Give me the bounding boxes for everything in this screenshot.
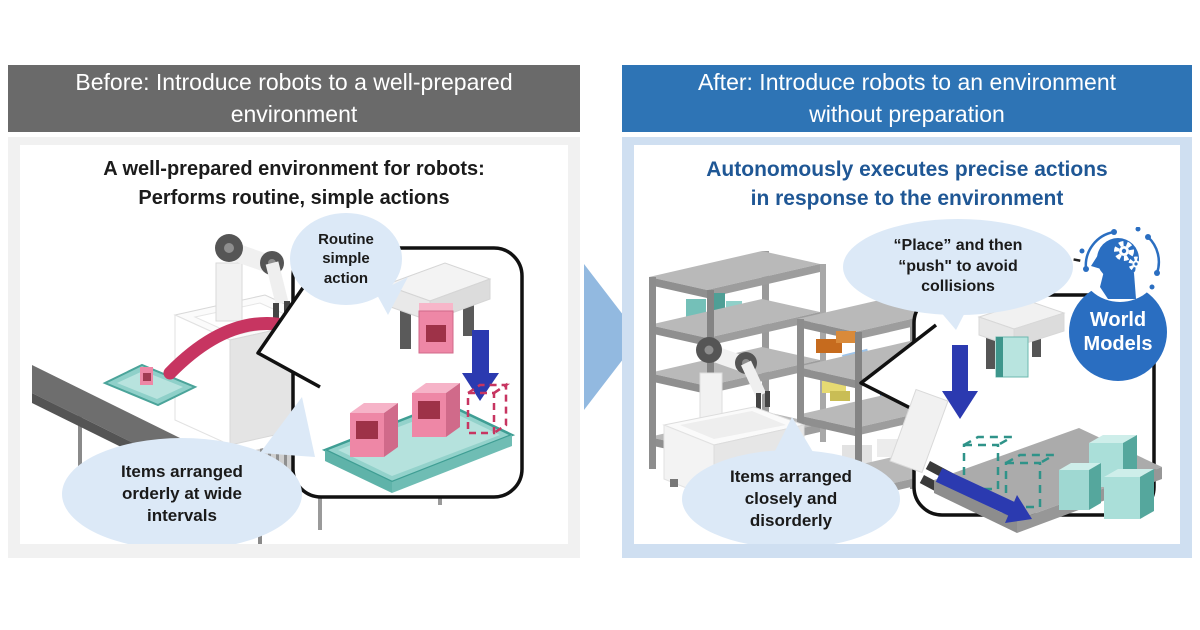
bubble-tail [376,277,408,315]
after-panel-content: Autonomously executes precise actions in… [634,145,1180,544]
before-panel-content: A well-prepared environment for robots: … [20,145,568,544]
after-panel-header: After: Introduce robots to an environmen… [622,65,1192,132]
place-arrow-icon [942,345,978,419]
items-orderly-bubble: Items arranged orderly at wide intervals [62,438,302,544]
brain-gears-icon [1079,227,1161,302]
teal-box [1059,463,1101,510]
gripper-icon [977,300,1066,378]
gear-icon [1128,256,1144,272]
bubble-tail [260,397,315,457]
before-illustration [32,234,524,544]
before-panel-header: Before: Introduce robots to a well-prepa… [8,65,580,132]
bubble-tail [772,417,816,457]
tray-left [102,363,198,407]
after-panel-body: Autonomously executes precise actions in… [622,137,1192,558]
target-slot-dashed-outline [962,435,1059,509]
place-arrow-icon [462,330,499,401]
inset-tray [321,382,516,493]
before-title: A well-prepared environment for robots: … [103,158,485,209]
items-disorderly-bubble: Items arranged closely and disorderly [682,450,900,544]
before-panel-body: A well-prepared environment for robots: … [8,137,580,558]
pink-cabinet [412,383,460,437]
target-slot-dashed-outline [466,382,511,435]
robot-arm-icon [215,234,290,322]
after-title: Autonomously executes precise actions in… [706,158,1108,211]
place-push-bubble: “Place” and then “push" to avoid collisi… [843,219,1073,315]
teal-box [1104,469,1154,519]
gripper-icon [383,262,492,354]
routine-action-bubble: Routine simple action [290,213,402,305]
push-arrow-icon [935,468,1032,523]
gear-icon [1114,241,1134,261]
inset-platform [934,428,1162,533]
pink-cabinet [350,403,398,457]
